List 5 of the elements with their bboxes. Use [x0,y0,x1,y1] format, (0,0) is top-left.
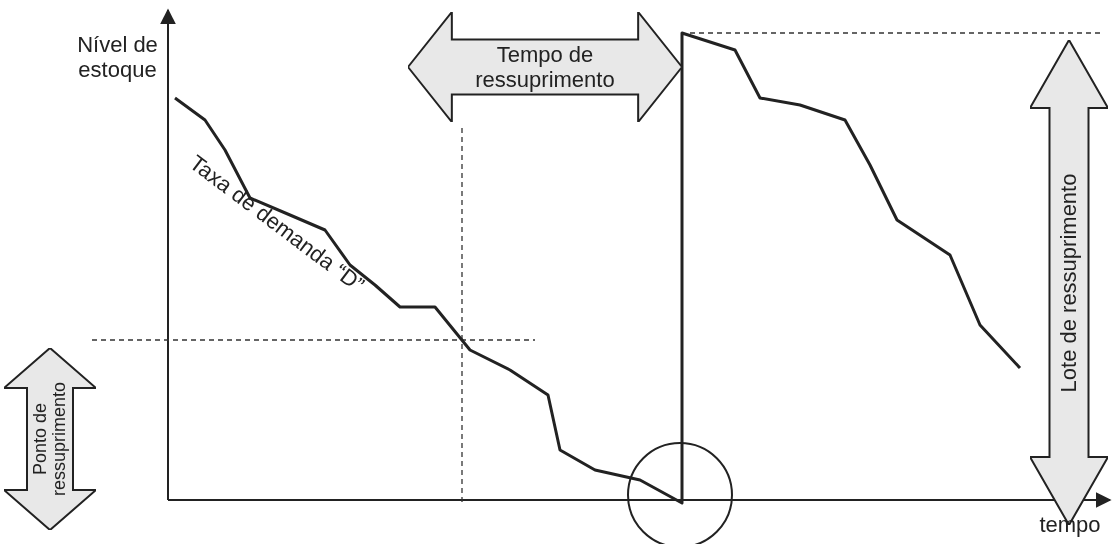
arrow-label: Lote de ressuprimento [1057,172,1081,394]
arrow-label: Ponto de ressuprimento [31,381,69,499]
arrow-label: Tempo de ressuprimento [474,41,616,93]
axis-title: tempo [1038,512,1102,538]
axis-title: Nível de estoque [76,32,159,83]
